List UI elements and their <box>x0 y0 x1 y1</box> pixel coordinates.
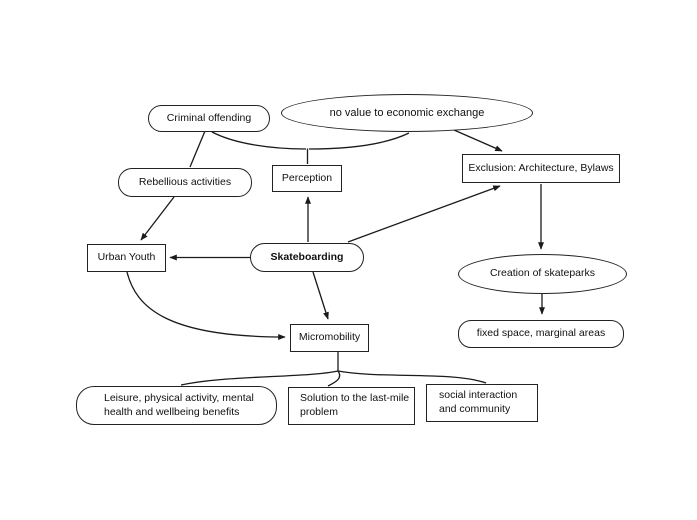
node-fixed-space-marginal-areas: fixed space, marginal areas <box>458 320 624 348</box>
node-social-interaction-community: social interaction and community <box>426 384 538 422</box>
node-perception: Perception <box>272 165 342 192</box>
edge-criminal-to-rebellious <box>189 130 206 168</box>
edge-brace-left-criminal <box>211 131 307 150</box>
edge-branch-to-leisure <box>180 370 339 386</box>
edge-rebellious-to-urbanyouth <box>140 196 175 241</box>
edge-urbanyouth-to-micromobility <box>126 271 286 340</box>
edge-branch-to-social <box>337 370 487 384</box>
edge-branch-to-solution <box>327 370 341 387</box>
edge-brace-right-novalue <box>308 132 410 150</box>
edge-skateboarding-to-micromobility <box>312 271 329 320</box>
node-exclusion-architecture-bylaws: Exclusion: Architecture, Bylaws <box>462 154 620 183</box>
node-rebellious-activities: Rebellious activities <box>118 168 252 197</box>
node-creation-of-skateparks: Creation of skateparks <box>458 254 627 294</box>
node-no-value-economic-exchange: no value to economic exchange <box>281 94 533 132</box>
node-leisure-benefits: Leisure, physical activity, mental healt… <box>76 386 277 425</box>
node-skateboarding: Skateboarding <box>250 243 364 272</box>
edge-skateboarding-to-exclusion <box>347 185 501 243</box>
edge-novalue-to-exclusion <box>453 129 503 152</box>
node-criminal-offending: Criminal offending <box>148 105 270 132</box>
node-solution-last-mile: Solution to the last-mile problem <box>288 387 415 425</box>
node-micromobility: Micromobility <box>290 324 369 352</box>
node-urban-youth: Urban Youth <box>87 244 166 272</box>
